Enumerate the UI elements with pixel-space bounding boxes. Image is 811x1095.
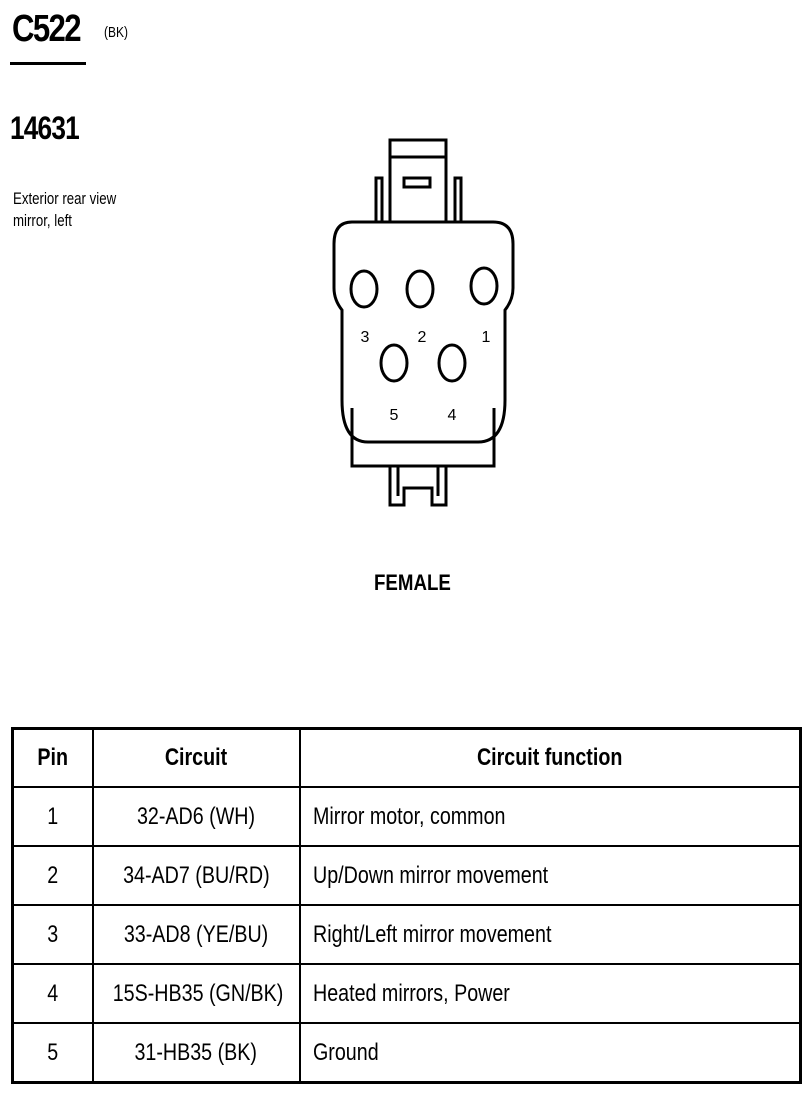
header-pin: Pin [11, 727, 94, 788]
cell-circuit: 32-AD6 (WH) [91, 786, 301, 847]
pin-cavity-3 [349, 269, 379, 309]
cell-circuit: 15S-HB35 (GN/BK) [91, 963, 301, 1024]
locking-tab [388, 138, 448, 222]
cell-function: Up/Down mirror movement [298, 845, 802, 906]
pin-label-5: 5 [390, 407, 399, 424]
cell-pin: 4 [11, 963, 94, 1024]
cell-function: Right/Left mirror movement [298, 904, 802, 965]
pin-label-2: 2 [418, 329, 427, 346]
pin-label-4: 4 [448, 407, 457, 424]
table-row: 4 15S-HB35 (GN/BK) Heated mirrors, Power [11, 963, 802, 1024]
cell-function: Ground [298, 1022, 802, 1084]
latch-right [453, 176, 463, 222]
cell-pin: 2 [11, 845, 94, 906]
pin-label-1: 1 [482, 329, 491, 346]
pin-cavity-1 [469, 266, 499, 306]
pin-cavity-2 [405, 269, 435, 309]
bottom-key [388, 466, 448, 507]
table-row: 2 34-AD7 (BU/RD) Up/Down mirror movement [11, 845, 802, 906]
connector-id-underline [10, 62, 86, 65]
header-circuit-function: Circuit function [298, 727, 802, 788]
connector-body [332, 220, 515, 444]
lower-shroud [350, 408, 496, 468]
cell-pin: 1 [11, 786, 94, 847]
cell-circuit: 34-AD7 (BU/RD) [91, 845, 301, 906]
cell-pin: 5 [11, 1022, 94, 1084]
pin-table: Pin Circuit Circuit function 1 32-AD6 (W… [11, 727, 802, 1084]
cell-circuit: 33-AD8 (YE/BU) [91, 904, 301, 965]
part-number: 14631 [10, 110, 80, 146]
cell-function: Heated mirrors, Power [298, 963, 802, 1024]
bottom-key-inner [396, 466, 440, 496]
view-label: FEMALE [374, 570, 451, 595]
cell-pin: 3 [11, 904, 94, 965]
table-row: 1 32-AD6 (WH) Mirror motor, common [11, 786, 802, 847]
connector-face-diagram: 3 2 1 5 4 [332, 138, 515, 507]
pin-cavity-5 [379, 343, 409, 383]
locking-tab-slot [402, 176, 432, 189]
pin-label-3: 3 [361, 329, 370, 346]
cell-circuit: 31-HB35 (BK) [91, 1022, 301, 1084]
table-row: 5 31-HB35 (BK) Ground [11, 1022, 802, 1084]
latch-left [374, 176, 384, 222]
description-line-1: Exterior rear view [13, 189, 117, 208]
table-row: 3 33-AD8 (YE/BU) Right/Left mirror movem… [11, 904, 802, 965]
connector-description: Exterior rear view mirror, left [13, 188, 161, 232]
connector-color-code: (BK) [104, 24, 128, 41]
description-line-2: mirror, left [13, 211, 72, 230]
header-circuit: Circuit [91, 727, 301, 788]
table-header-row: Pin Circuit Circuit function [11, 727, 802, 788]
cell-function: Mirror motor, common [298, 786, 802, 847]
connector-id: C522 [12, 8, 82, 50]
pin-cavity-4 [437, 343, 467, 383]
